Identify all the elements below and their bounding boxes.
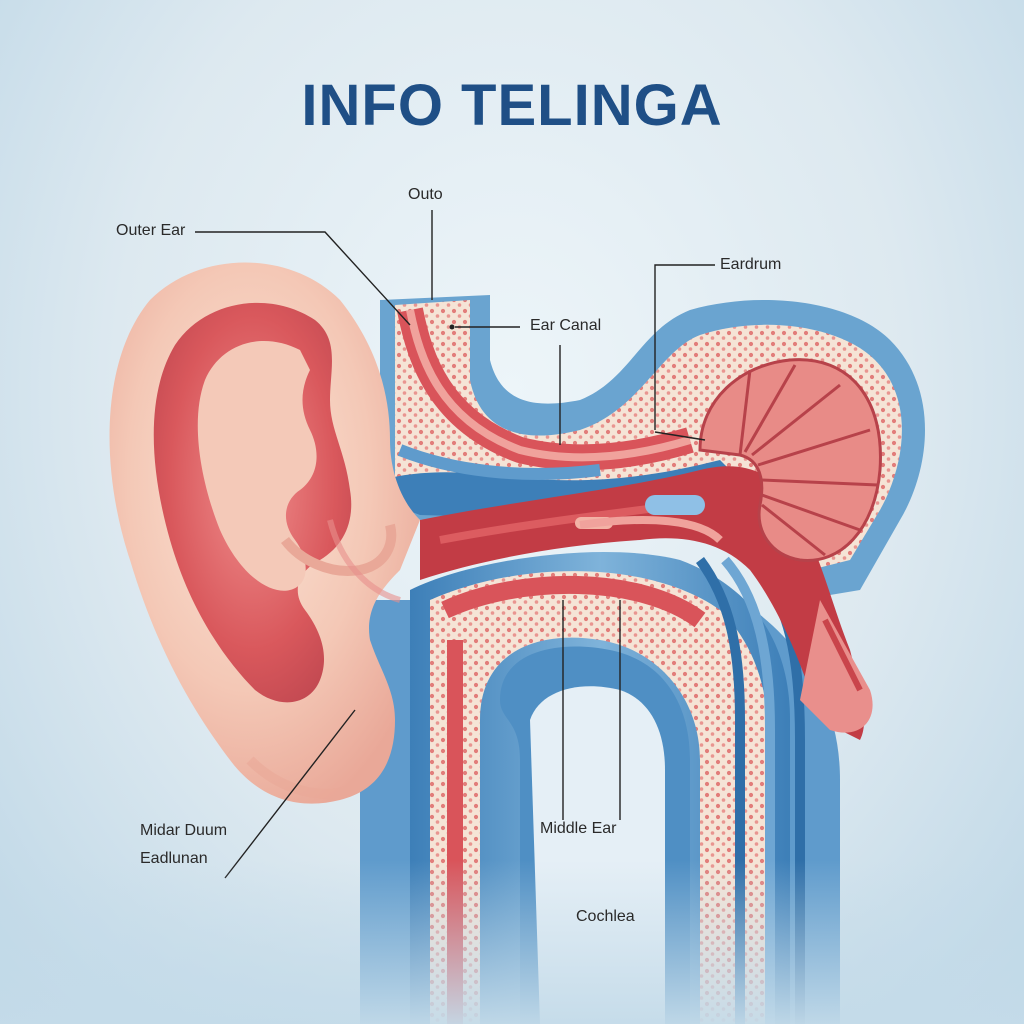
leader-outer-ear: [195, 231, 411, 326]
label-middle-ear: Middle Ear: [540, 820, 617, 837]
label-eadlunan: Eadlunan: [140, 850, 208, 867]
cochlea-fan: [698, 358, 882, 562]
label-cochlea: Cochlea: [576, 908, 635, 925]
outer-ear-auricle: [109, 262, 420, 804]
label-midar-duum: Midar Duum: [140, 822, 228, 839]
page-title: INFO TELINGA: [301, 73, 723, 138]
ear-canal-point-marker: [449, 324, 455, 330]
label-eardrum: Eardrum: [720, 256, 782, 273]
bottom-fade: [0, 860, 1024, 1024]
label-outer-ear: Outer Ear: [116, 222, 186, 239]
label-ear-canal: Ear Canal: [530, 317, 602, 334]
leader-midar-duum: [224, 709, 356, 879]
leader-eardrum-point: [654, 431, 706, 441]
label-outo: Outo: [408, 186, 443, 203]
leader-eardrum: [654, 264, 715, 430]
leader-lines: [195, 210, 715, 879]
